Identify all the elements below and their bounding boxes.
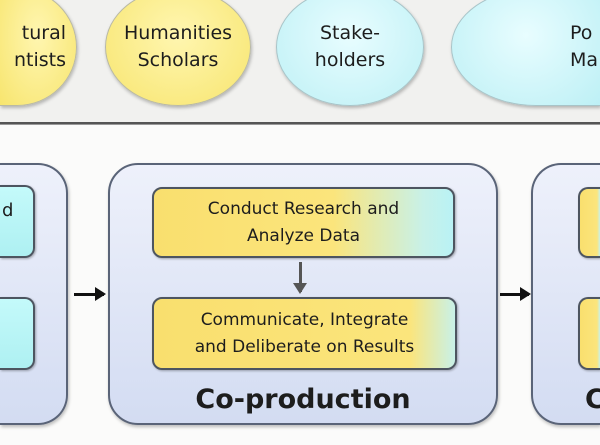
communicate-results-box: Communicate, Integrate and Deliberate on … <box>152 297 457 370</box>
stakeholders-ellipse: Stake-holders <box>276 0 424 106</box>
ellipse-text-line1: tural <box>21 22 66 44</box>
coproduction-label: Co-production <box>195 384 411 415</box>
arrow-down-icon <box>293 262 307 294</box>
ellipse-text-line1: Po <box>570 22 593 44</box>
ellipse-text-line2: Ma <box>570 49 599 71</box>
ellipse-text-line2: ntists <box>13 49 66 71</box>
left-step-text: d <box>2 200 14 221</box>
step-text-line2: and Deliberate on Results <box>194 336 415 357</box>
ellipse-text-line1: Stake- <box>319 22 381 44</box>
left-step-box-2 <box>0 297 35 370</box>
ellipse-text-line2: Scholars <box>137 49 219 71</box>
left-step-box-1: d <box>0 185 35 258</box>
step-text-line1: Communicate, Integrate <box>200 309 409 330</box>
right-step-box-1 <box>578 187 600 258</box>
right-step-box-2 <box>578 297 600 370</box>
divider <box>0 122 600 125</box>
step-text-line2: Analyze Data <box>247 225 360 246</box>
step-text-line1: Conduct Research and <box>207 198 400 219</box>
ellipse-text-line1: Humanities <box>123 22 233 44</box>
arrow-right-icon <box>500 287 531 301</box>
ellipse-text-line2: holders <box>314 49 386 71</box>
right-stage-label: C <box>585 384 600 415</box>
arrow-right-icon <box>74 287 106 301</box>
